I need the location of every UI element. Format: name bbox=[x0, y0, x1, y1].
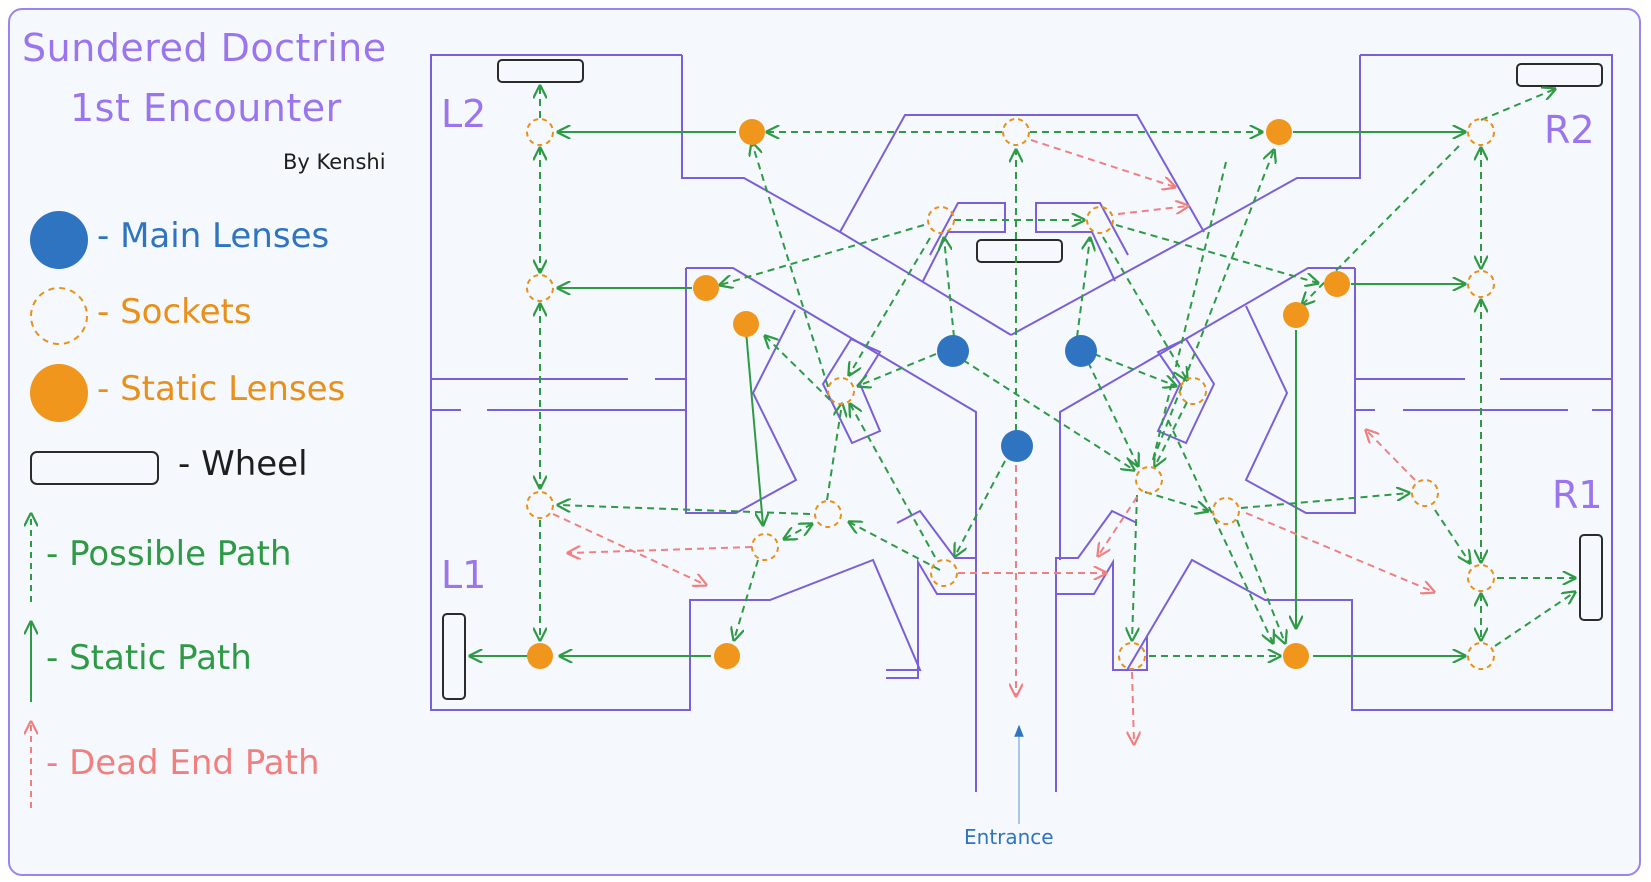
walls bbox=[430, 54, 1613, 792]
static-lens bbox=[1324, 271, 1350, 297]
socket-icon bbox=[30, 287, 88, 345]
wall-right-inner-bracket bbox=[1244, 268, 1356, 514]
wall-right-top-pocket bbox=[1035, 202, 1129, 282]
legend-dead-end-path: - Dead End Path bbox=[46, 743, 320, 783]
wall-left-top-pocket bbox=[922, 202, 1006, 282]
wheel-r1 bbox=[1579, 534, 1603, 621]
legend-static-path: - Static Path bbox=[46, 638, 252, 678]
wall-l2-diagonal bbox=[681, 55, 1012, 336]
static-lenses bbox=[527, 119, 1350, 669]
wheels bbox=[442, 59, 1603, 700]
socket bbox=[751, 533, 779, 561]
wall-right-mid-block bbox=[1059, 267, 1355, 560]
wheel-l1 bbox=[442, 613, 466, 700]
wall-left-mid-block bbox=[686, 267, 977, 560]
wheel-center bbox=[976, 239, 1063, 263]
socket bbox=[526, 274, 554, 302]
room-label-l1: L1 bbox=[441, 553, 487, 597]
socket bbox=[1179, 377, 1207, 405]
main-lens-icon bbox=[30, 211, 88, 269]
legend-main-lenses: - Main Lenses bbox=[97, 216, 330, 256]
main-lens bbox=[1001, 430, 1033, 462]
static-lens bbox=[714, 643, 740, 669]
static-lens bbox=[739, 119, 765, 145]
socket bbox=[1135, 466, 1163, 494]
socket bbox=[1118, 642, 1146, 670]
socket bbox=[1467, 118, 1495, 146]
socket bbox=[1002, 118, 1030, 146]
entrance-label: Entrance bbox=[964, 825, 1054, 849]
socket bbox=[1086, 206, 1114, 234]
possible-paths bbox=[540, 86, 1575, 656]
socket bbox=[927, 206, 955, 234]
static-lens bbox=[693, 275, 719, 301]
socket bbox=[827, 377, 855, 405]
socket bbox=[526, 118, 554, 146]
title-line-2: 1st Encounter bbox=[70, 86, 342, 130]
wall-top-trapezoid bbox=[839, 114, 1205, 233]
room-label-r1: R1 bbox=[1552, 473, 1603, 517]
socket bbox=[814, 500, 842, 528]
legend-possible-path: - Possible Path bbox=[46, 534, 292, 574]
static-lens bbox=[1283, 302, 1309, 328]
socket bbox=[526, 491, 554, 519]
socket bbox=[1467, 564, 1495, 592]
wheel-l2 bbox=[497, 59, 584, 83]
static-lens bbox=[527, 643, 553, 669]
socket bbox=[1467, 642, 1495, 670]
static-lens bbox=[1266, 119, 1292, 145]
byline: By Kenshi bbox=[283, 150, 386, 174]
main-lenses bbox=[937, 335, 1097, 462]
wall-r2-diagonal bbox=[1010, 55, 1361, 336]
wheel-icon bbox=[30, 451, 159, 485]
socket bbox=[930, 559, 958, 587]
sockets bbox=[526, 118, 1495, 670]
legend-sockets: - Sockets bbox=[97, 292, 252, 332]
title-line-1: Sundered Doctrine bbox=[22, 26, 387, 70]
wall-left-inner-bracket bbox=[685, 268, 798, 514]
room-label-l2: L2 bbox=[441, 92, 487, 136]
legend-wheel: - Wheel bbox=[178, 444, 308, 484]
legend bbox=[30, 211, 159, 808]
legend-static-lenses: - Static Lenses bbox=[97, 369, 346, 409]
wall-left-outer bbox=[430, 54, 922, 711]
wheel-r2 bbox=[1516, 63, 1603, 87]
static-lens bbox=[1283, 643, 1309, 669]
main-lens bbox=[1065, 335, 1097, 367]
dead-end-paths bbox=[552, 139, 1434, 744]
wall-left-small-box bbox=[821, 338, 882, 445]
static-paths bbox=[470, 132, 1465, 656]
static-lens bbox=[733, 311, 759, 337]
wall-right-bottom-notch bbox=[1055, 509, 1148, 671]
room-label-r2: R2 bbox=[1544, 108, 1595, 152]
static-lens-icon bbox=[30, 364, 88, 422]
wall-right-outer bbox=[1115, 54, 1613, 711]
socket bbox=[1212, 497, 1240, 525]
wall-right-small-box bbox=[1156, 338, 1216, 445]
main-lens bbox=[937, 335, 969, 367]
socket bbox=[1467, 270, 1495, 298]
wall-left-bottom-notch bbox=[886, 509, 977, 679]
socket bbox=[1411, 479, 1439, 507]
